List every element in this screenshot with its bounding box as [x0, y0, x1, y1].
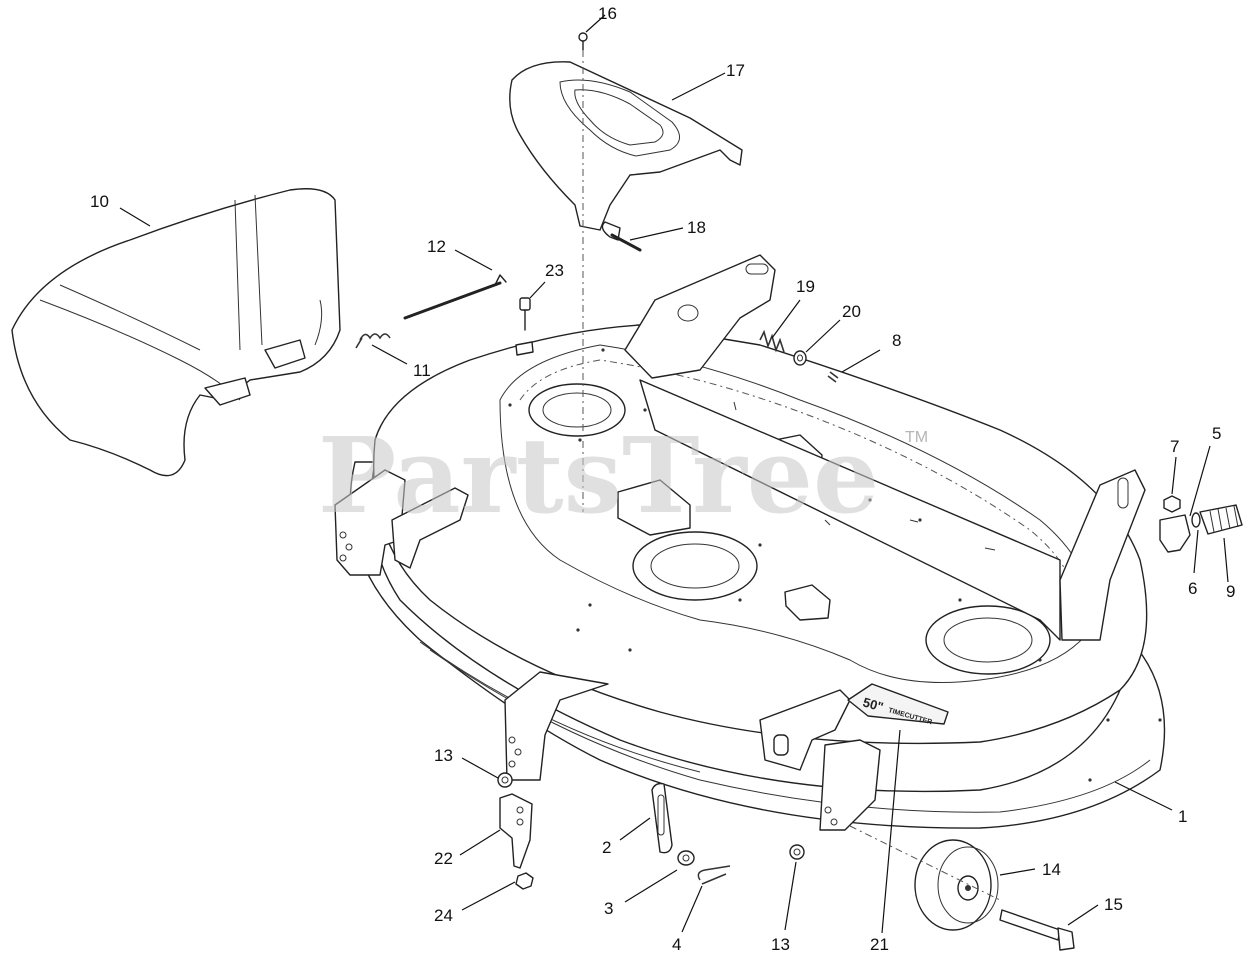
callout-1[interactable]: 1 [1178, 807, 1187, 826]
callout-21[interactable]: 21 [870, 935, 889, 954]
compression-spring[interactable] [759, 329, 785, 353]
callout-15[interactable]: 15 [1104, 895, 1123, 914]
decal-size-text: 50" [861, 694, 885, 714]
callout-3[interactable]: 3 [604, 899, 613, 918]
height-adjust-link[interactable] [651, 782, 673, 854]
callout-20[interactable]: 20 [842, 302, 861, 321]
belt-cover[interactable] [509, 61, 743, 231]
callout-14[interactable]: 14 [1042, 860, 1061, 879]
callout-13-left[interactable]: 13 [434, 746, 453, 765]
carriage-bolt[interactable] [515, 297, 534, 356]
callout-17[interactable]: 17 [726, 61, 745, 80]
callout-16[interactable]: 16 [598, 4, 617, 23]
rod-clip[interactable] [601, 221, 642, 252]
callout-6[interactable]: 6 [1188, 579, 1197, 598]
anti-scalp-wheel[interactable] [914, 839, 999, 931]
front-hanger-bracket[interactable] [499, 793, 533, 869]
callout-22[interactable]: 22 [434, 849, 453, 868]
grease-fitting-adapter[interactable] [1159, 514, 1191, 553]
o-ring[interactable] [1191, 512, 1201, 528]
bushing-front-right[interactable] [789, 844, 805, 860]
callout-23[interactable]: 23 [545, 261, 564, 280]
leader-lines [119, 14, 1229, 934]
watermark-brand: PartsTree [318, 414, 879, 537]
callout-24[interactable]: 24 [434, 906, 453, 925]
cotter-pin[interactable] [827, 371, 839, 383]
hairpin-cotter[interactable] [697, 865, 731, 885]
watermark: PartsTree TM [318, 414, 928, 537]
wheel-bolt[interactable] [999, 909, 1075, 951]
callout-11[interactable]: 11 [413, 361, 431, 380]
callout-7[interactable]: 7 [1170, 437, 1179, 456]
watermark-trademark: TM [905, 429, 928, 446]
nut[interactable] [1163, 495, 1181, 513]
callout-12[interactable]: 12 [427, 237, 446, 256]
torsion-spring[interactable] [355, 333, 391, 349]
callout-9[interactable]: 9 [1226, 582, 1235, 601]
callout-8[interactable]: 8 [892, 331, 901, 350]
chute-rod[interactable] [403, 274, 507, 320]
washout-fitting[interactable] [1199, 504, 1243, 535]
callout-2[interactable]: 2 [602, 838, 611, 857]
callout-labels: 1 2 3 4 5 6 7 8 9 10 11 12 13 13 14 15 1… [90, 4, 1235, 954]
washer[interactable] [677, 850, 695, 866]
mower-deck-housing[interactable] [334, 254, 1166, 831]
callout-19[interactable]: 19 [796, 277, 815, 296]
bushing-front-left[interactable] [497, 772, 513, 788]
callout-13-right[interactable]: 13 [771, 935, 790, 954]
flange-nut[interactable] [515, 872, 534, 890]
callout-5[interactable]: 5 [1212, 424, 1221, 443]
screw[interactable] [578, 32, 588, 51]
callout-4[interactable]: 4 [672, 935, 681, 954]
discharge-chute[interactable] [11, 188, 341, 477]
flat-washer[interactable] [793, 350, 807, 366]
callout-18[interactable]: 18 [687, 218, 706, 237]
callout-10[interactable]: 10 [90, 192, 109, 211]
